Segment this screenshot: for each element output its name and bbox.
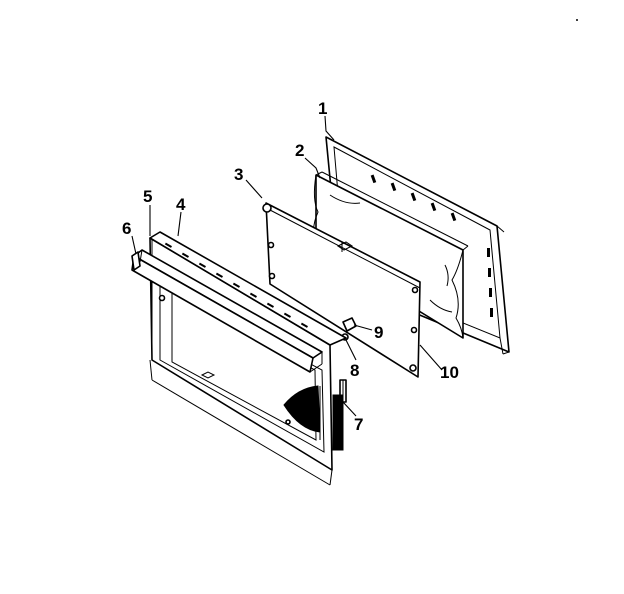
callout-10: 10 [440, 363, 459, 382]
leader-1 [324, 115, 335, 141]
part-4-top-trim-strip [149, 231, 347, 346]
leader-lines [131, 115, 443, 417]
frame-shadow-region [283, 385, 344, 451]
clip-3 [262, 203, 272, 213]
leader-8 [345, 339, 357, 361]
part-1-slots [370, 174, 493, 317]
callout-9: 9 [374, 323, 383, 342]
leader-6 [131, 235, 137, 255]
leader-3 [245, 179, 263, 199]
leader-2 [304, 157, 321, 179]
callout-7: 7 [354, 415, 363, 434]
part-5-handle-bar [131, 249, 323, 373]
callout-4: 4 [176, 195, 186, 214]
callout-5: 5 [143, 187, 152, 206]
part-2-inner-panel [312, 171, 469, 339]
part-6-handle-end-cap [131, 251, 141, 271]
leader-9 [353, 324, 373, 331]
callout-6: 6 [122, 219, 131, 238]
callout-3: 3 [234, 165, 243, 184]
leader-10 [419, 344, 443, 371]
callout-1: 1 [318, 99, 327, 118]
leader-4 [177, 211, 182, 237]
leader-7 [342, 401, 357, 417]
callout-labels: 1 2 3 4 5 6 7 8 9 10 [122, 99, 459, 434]
scan-speck [576, 19, 578, 21]
callout-2: 2 [295, 141, 304, 160]
callout-8: 8 [350, 361, 359, 380]
trim-dashes [164, 242, 308, 328]
part-3-inner-glass-panel [262, 202, 421, 378]
